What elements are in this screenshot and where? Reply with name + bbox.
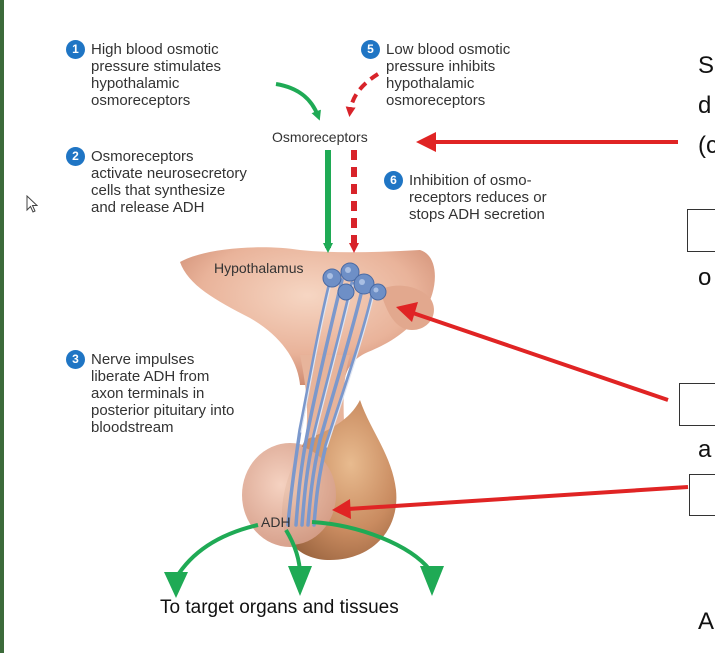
step-3: 3 Nerve impulses liberate ADH from axon … — [66, 350, 235, 436]
cutoff-text-2: d — [698, 92, 712, 119]
cutoff-text-5: a — [698, 436, 712, 463]
neurosecretory-axons — [286, 278, 374, 527]
mouse-cursor-icon — [26, 195, 38, 213]
step-3-badge: 3 — [66, 350, 85, 369]
cutoff-text-6: A — [698, 608, 715, 635]
step-2-text: Osmoreceptors activate neurosecretory ce… — [91, 148, 247, 216]
inhibit-arrow-curve — [345, 72, 380, 117]
step-3-text: Nerve impulses liberate ADH from axon te… — [91, 351, 235, 436]
step-5-text: Low blood osmotic pressure inhibits hypo… — [386, 41, 511, 109]
answer-box-2[interactable] — [679, 383, 715, 426]
answer-box-3[interactable] — [689, 474, 715, 516]
stimulate-arrow-curve — [275, 82, 321, 121]
hypothalamus-label: Hypothalamus — [214, 260, 304, 276]
step-5: 5 Low blood osmotic pressure inhibits hy… — [361, 40, 511, 109]
target-organs-caption: To target organs and tissues — [160, 597, 399, 618]
cutoff-text-4: o — [698, 264, 712, 291]
step-6: 6 Inhibition of osmo- receptors reduces … — [384, 171, 547, 223]
step-2-badge: 2 — [66, 147, 85, 166]
adh-label: ADH — [261, 514, 291, 530]
cutoff-text-3: (c — [698, 132, 715, 159]
left-edge-bar — [0, 0, 4, 653]
step-6-badge: 6 — [384, 171, 403, 190]
answer-box-1[interactable] — [687, 209, 715, 252]
step-1: 1 High blood osmotic pressure stimulates… — [66, 40, 222, 109]
step-1-text: High blood osmotic pressure stimulates h… — [91, 41, 222, 109]
step-6-text: Inhibition of osmo- receptors reduces or… — [409, 172, 547, 223]
step-5-badge: 5 — [361, 40, 380, 59]
osmoreceptors-label: Osmoreceptors — [272, 129, 368, 145]
step-1-badge: 1 — [66, 40, 85, 59]
step-2: 2 Osmoreceptors activate neurosecretory … — [66, 147, 247, 216]
pointer-arrows — [332, 132, 689, 519]
cutoff-text-1: S — [698, 52, 715, 79]
